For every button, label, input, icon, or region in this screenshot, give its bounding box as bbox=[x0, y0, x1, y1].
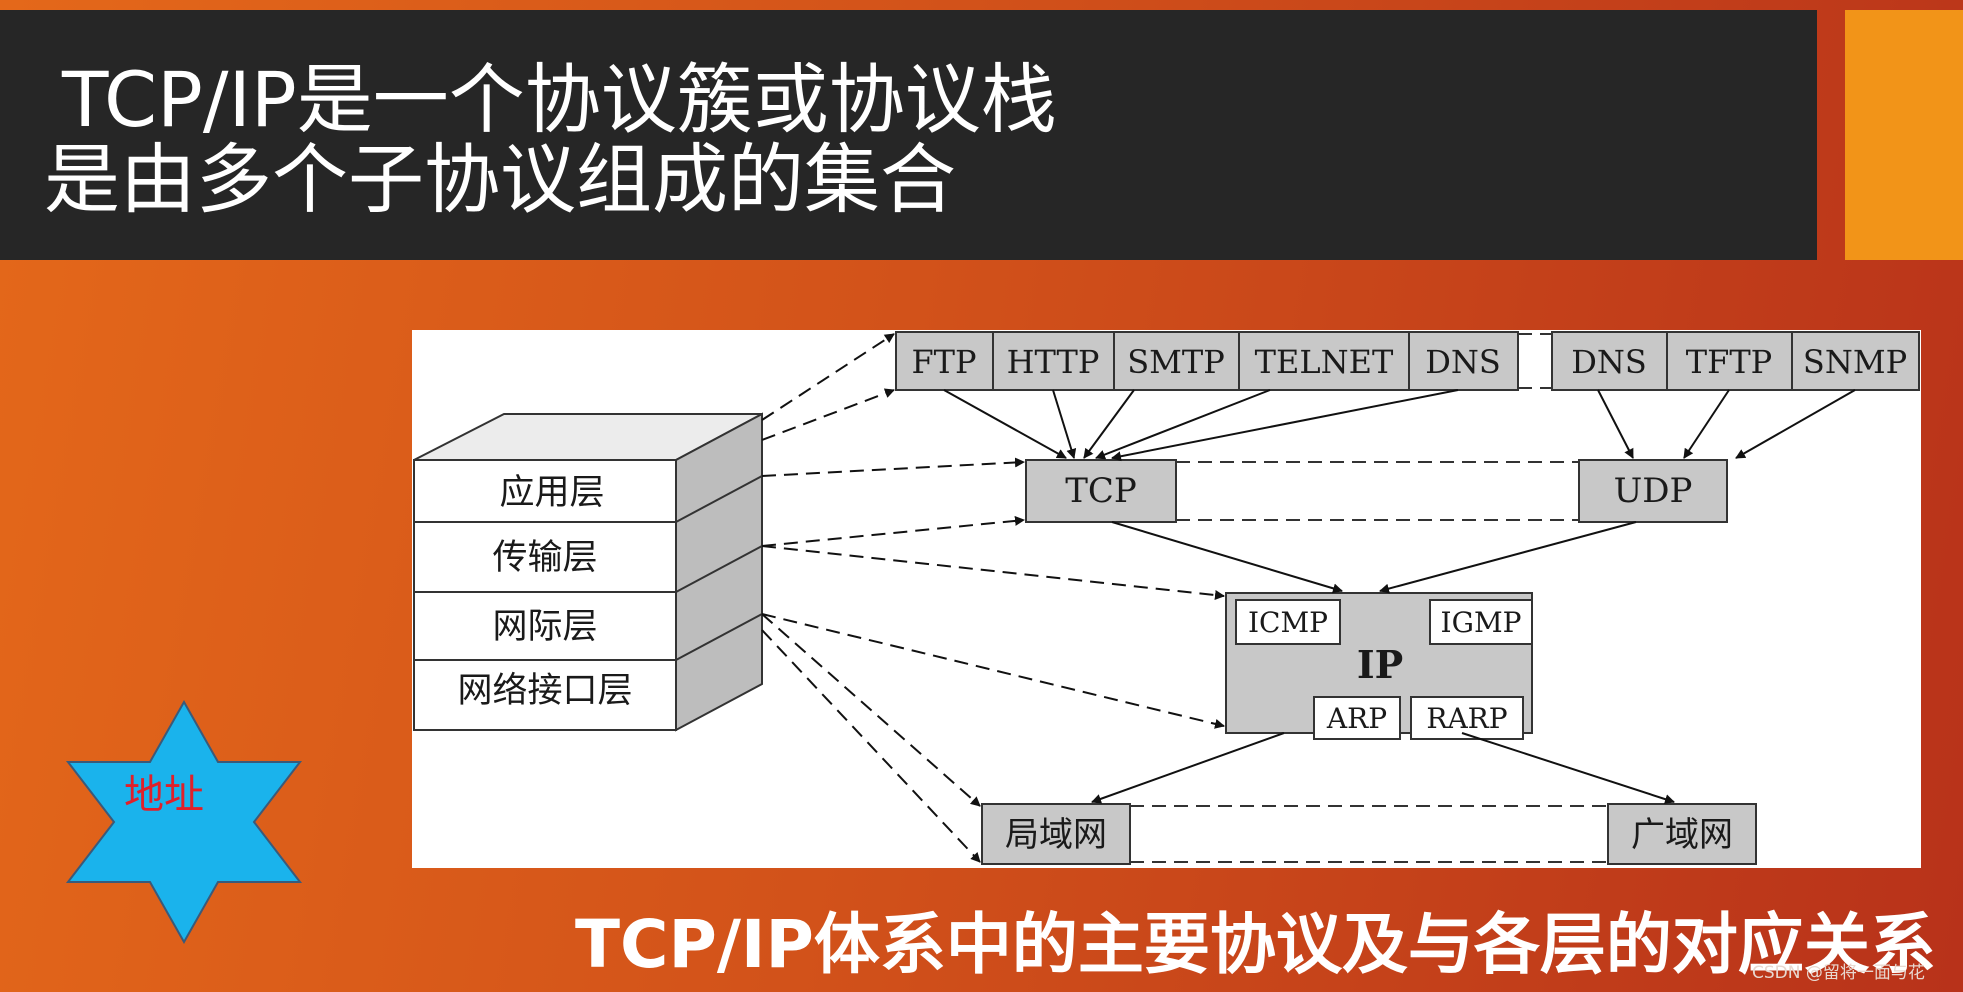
lan-label: 局域网 bbox=[1005, 815, 1107, 855]
icmp-label: ICMP bbox=[1248, 606, 1328, 639]
arp-box bbox=[1313, 696, 1401, 740]
wan-label: 广域网 bbox=[1631, 815, 1733, 855]
dashed-arrows bbox=[761, 333, 1225, 863]
address-star-badge: 地址 bbox=[64, 699, 304, 948]
layer-label-application: 应用层 bbox=[499, 473, 604, 513]
title-line-2: 是由多个子协议组成的集合 bbox=[44, 135, 956, 224]
protocol-ftp: FTP bbox=[911, 343, 976, 381]
layer-label-internet: 网际层 bbox=[492, 607, 597, 647]
accent-block bbox=[1845, 10, 1963, 260]
layer-stack: 应用层 传输层 网际层 网络接口层 bbox=[413, 412, 763, 732]
udp-app-protocols: DNS TFTP SNMP bbox=[1551, 331, 1920, 391]
diagram-svg: 应用层 传输层 网际层 网络接口层 FTP HTTP SMTP TELNET D… bbox=[413, 331, 1920, 865]
layer-label-network-interface: 网络接口层 bbox=[457, 671, 632, 711]
six-pointed-star-icon: 地址 bbox=[65, 699, 303, 945]
solid-arrows bbox=[943, 389, 1856, 804]
arp-label: ARP bbox=[1326, 702, 1387, 735]
tcp-label: TCP bbox=[1065, 471, 1137, 511]
protocol-snmp: SNMP bbox=[1803, 343, 1907, 381]
ip-label: IP bbox=[1357, 642, 1403, 687]
lan-box bbox=[981, 803, 1131, 865]
protocol-dns-udp: DNS bbox=[1571, 343, 1647, 381]
protocol-diagram: 应用层 传输层 网际层 网络接口层 FTP HTTP SMTP TELNET D… bbox=[412, 330, 1921, 868]
protocol-dns-tcp: DNS bbox=[1425, 343, 1501, 381]
diagram-caption: TCP/IP体系中的主要协议及与各层的对应关系 bbox=[575, 906, 1936, 983]
wan-box bbox=[1607, 803, 1757, 865]
icmp-box bbox=[1235, 599, 1341, 645]
tcp-app-protocols: FTP HTTP SMTP TELNET DNS bbox=[895, 331, 1519, 391]
igmp-label: IGMP bbox=[1441, 606, 1522, 639]
protocol-http: HTTP bbox=[1007, 343, 1100, 381]
protocol-smtp: SMTP bbox=[1127, 343, 1225, 381]
udp-label: UDP bbox=[1614, 471, 1693, 511]
layer-label-transport: 传输层 bbox=[492, 538, 597, 578]
tcp-box bbox=[1025, 459, 1177, 523]
udp-box bbox=[1578, 459, 1728, 523]
title-bar: TCP/IP是一个协议簇或协议栈 是由多个子协议组成的集合 bbox=[0, 10, 1817, 260]
star-badge-text: 地址 bbox=[124, 772, 204, 818]
title-line-1: TCP/IP是一个协议簇或协议栈 bbox=[62, 55, 1057, 144]
protocol-tftp: TFTP bbox=[1686, 343, 1772, 381]
igmp-box bbox=[1429, 599, 1533, 645]
watermark: CSDN @留将一面与花 bbox=[1752, 963, 1925, 983]
rarp-box bbox=[1410, 696, 1524, 740]
protocol-telnet: TELNET bbox=[1255, 343, 1394, 381]
rarp-label: RARP bbox=[1426, 702, 1507, 735]
